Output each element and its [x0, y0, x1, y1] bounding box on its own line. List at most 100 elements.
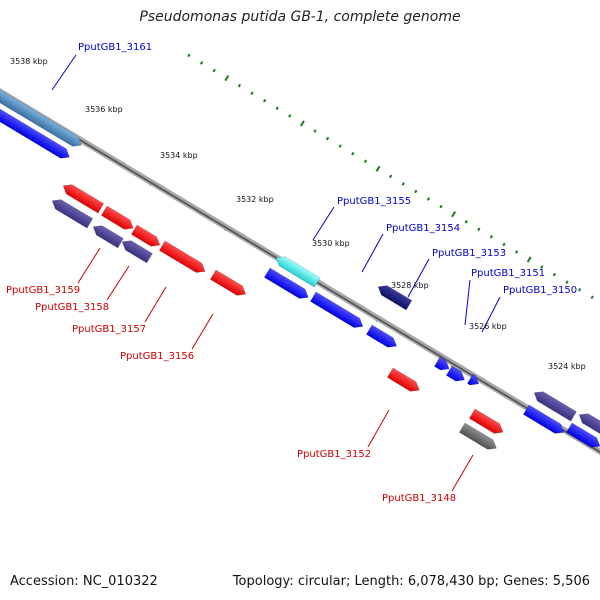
gene-label[interactable]: PputGB1_3161	[78, 42, 152, 53]
gene-arrow[interactable]	[565, 422, 600, 451]
scale-tick	[338, 144, 342, 148]
scale-tick	[275, 106, 279, 111]
gene-arrow[interactable]	[0, 83, 84, 150]
topology-label: Topology:	[232, 574, 294, 589]
gene-arrow[interactable]	[466, 373, 481, 389]
scale-tick	[489, 235, 494, 239]
gene-arrow[interactable]	[576, 410, 600, 436]
scale-labels: 3538 kbp 3536 kbp 3534 kbp 3532 kbp 3530…	[10, 57, 586, 371]
gene-arrow[interactable]	[445, 365, 467, 385]
scale-label: 3536 kbp	[85, 105, 123, 114]
scale-tick	[502, 242, 506, 247]
scale-tick	[363, 159, 368, 164]
scale-tick	[426, 197, 431, 201]
leader-line	[106, 265, 130, 301]
gene-arrow[interactable]	[130, 224, 162, 250]
scale-tick	[514, 250, 519, 254]
gene-arrow[interactable]	[458, 422, 499, 453]
scale-tick	[288, 114, 292, 118]
scale-tick	[351, 151, 355, 156]
accession-value: NC_010322	[82, 574, 158, 589]
scale-tick	[401, 182, 405, 186]
gene-arrow[interactable]	[0, 102, 72, 162]
gene-arrow[interactable]	[273, 253, 321, 288]
gene-label[interactable]: PputGB1_3158	[35, 302, 109, 313]
gene-arrow[interactable]	[386, 367, 422, 395]
scale-label: 3526 kbp	[469, 322, 507, 331]
scale-tick	[414, 189, 418, 194]
gene-arrow[interactable]	[468, 408, 506, 437]
gene-label[interactable]: PputGB1_3155	[337, 196, 411, 207]
scale-label: 3530 kbp	[312, 239, 350, 248]
forward-gene-labels: PputGB1_3161 PputGB1_3155 PputGB1_3154 P…	[78, 42, 577, 296]
scale-tick	[237, 83, 242, 88]
scale-tick	[477, 227, 481, 232]
gene-arrow[interactable]	[49, 196, 94, 229]
leader-line	[361, 233, 384, 273]
gene-label[interactable]: PputGB1_3156	[120, 351, 194, 362]
gene-label[interactable]: PputGB1_3159	[6, 285, 80, 296]
scale-tick	[464, 219, 468, 224]
scale-tick	[262, 98, 267, 103]
gene-arrow[interactable]	[309, 291, 365, 331]
gene-label[interactable]: PputGB1_3150	[503, 285, 577, 296]
scale-tick	[187, 53, 191, 58]
scale-tick	[565, 280, 569, 285]
scale-tick	[325, 136, 330, 141]
topology-value: circular	[297, 574, 346, 589]
gene-arrow[interactable]	[158, 240, 208, 276]
scale-tick	[577, 287, 582, 292]
gene-arrow[interactable]	[209, 269, 248, 299]
gene-label[interactable]: PputGB1_3154	[386, 223, 460, 234]
scale-tick	[313, 129, 317, 133]
gene-label[interactable]: PputGB1_3152	[297, 449, 371, 460]
reverse-gene-labels: PputGB1_3159 PputGB1_3158 PputGB1_3157 P…	[6, 285, 456, 504]
accession-info: Accession: NC_010322	[10, 574, 158, 589]
leader-line	[481, 296, 501, 333]
scale-label: 3538 kbp	[10, 57, 48, 66]
gene-arrow[interactable]	[433, 356, 452, 374]
leader-line	[191, 313, 214, 350]
leader-lines	[51, 54, 501, 492]
gene-features	[0, 83, 600, 453]
scale-tick	[250, 91, 254, 96]
accession-label: Accession:	[10, 574, 79, 589]
leader-line	[51, 54, 77, 91]
leader-line	[407, 258, 430, 298]
scale-tick	[199, 61, 204, 65]
gene-arrow[interactable]	[365, 324, 399, 351]
gene-arrow[interactable]	[60, 181, 105, 214]
gene-arrow[interactable]	[375, 282, 413, 311]
scale-tick	[552, 272, 557, 277]
length-label: Length:	[354, 574, 404, 589]
gene-arrow[interactable]	[263, 267, 311, 302]
genes-value: 5,506	[552, 574, 590, 589]
scale-tick	[451, 211, 457, 218]
gene-label[interactable]: PputGB1_3151	[471, 268, 545, 279]
map-title: Pseudomonas putida GB-1, complete genome	[139, 9, 461, 25]
gene-arrow[interactable]	[119, 237, 153, 264]
scale-tick	[540, 265, 544, 269]
gene-arrow[interactable]	[100, 205, 136, 233]
scale-tick	[439, 204, 443, 209]
gene-label[interactable]: PputGB1_3157	[72, 324, 146, 335]
scale-tick	[388, 174, 393, 179]
gene-label[interactable]: PputGB1_3153	[432, 248, 506, 259]
gene-arrow[interactable]	[522, 404, 566, 437]
gene-arrow[interactable]	[90, 222, 124, 249]
leader-line	[464, 279, 471, 326]
gene-label[interactable]: PputGB1_3148	[382, 493, 456, 504]
scale-label: 3524 kbp	[548, 362, 586, 371]
leader-line	[312, 206, 335, 241]
leader-line	[367, 409, 390, 448]
scale-tick	[375, 165, 381, 172]
genome-stats: Topology: circular; Length: 6,078,430 bp…	[232, 574, 590, 589]
leader-line	[144, 286, 167, 323]
scale-label: 3532 kbp	[236, 195, 274, 204]
scale-tick	[526, 256, 532, 263]
leader-line	[77, 247, 101, 284]
gene-arrow[interactable]	[531, 388, 577, 422]
scale-tick	[299, 120, 305, 127]
scale-tick	[224, 74, 230, 82]
